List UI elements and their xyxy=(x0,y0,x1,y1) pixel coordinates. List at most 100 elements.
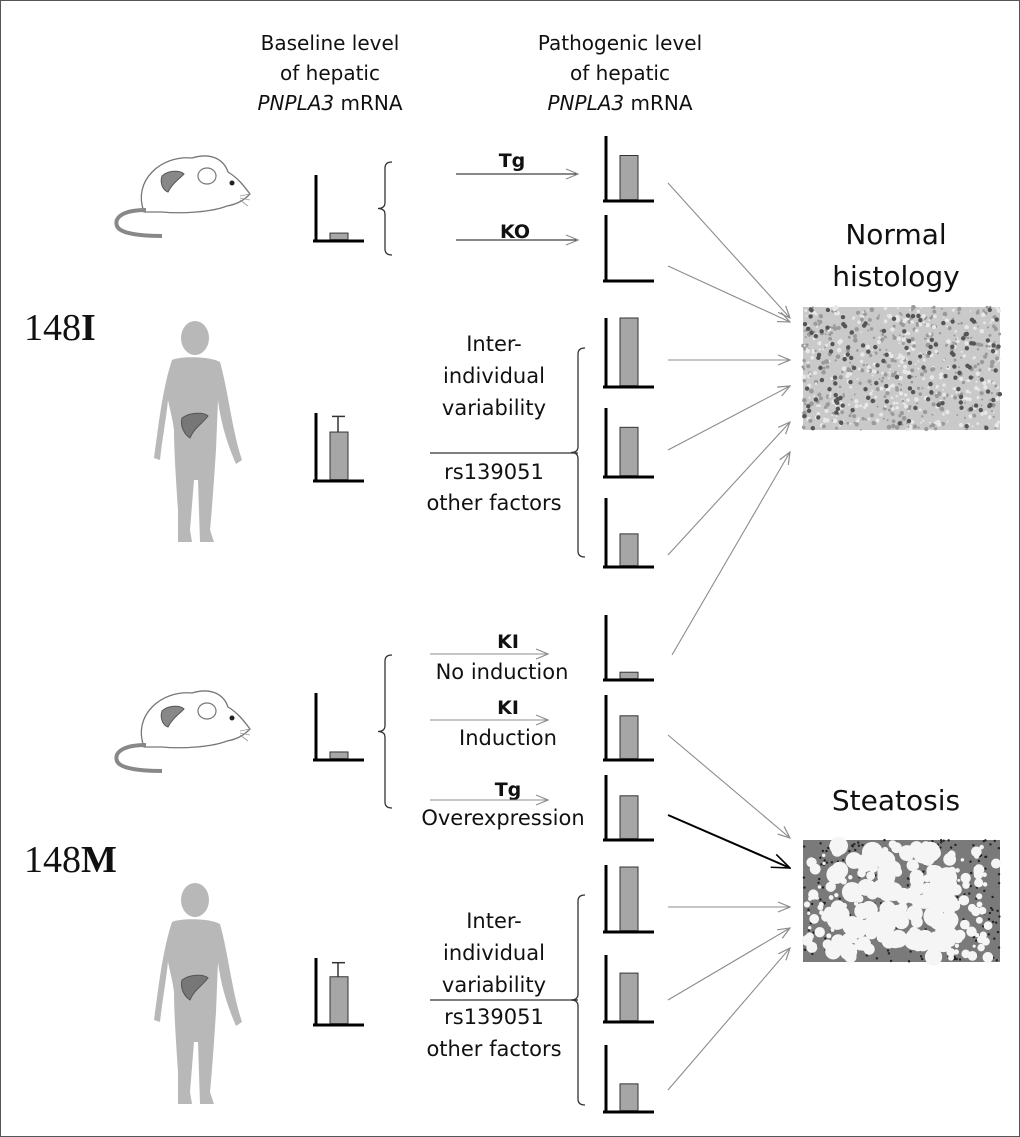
nucleus xyxy=(910,313,916,319)
cell-speckle xyxy=(852,414,857,419)
cell-speckle xyxy=(906,351,911,356)
nucleus xyxy=(979,377,985,382)
cell-speckle xyxy=(863,312,867,317)
lipid-droplet xyxy=(947,850,956,859)
nucleus xyxy=(985,389,991,394)
cell-speckle xyxy=(900,384,903,386)
cell-speckle xyxy=(880,379,884,383)
nucleus xyxy=(881,328,887,334)
nucleus xyxy=(956,895,959,899)
cell-speckle xyxy=(895,387,899,392)
cell-speckle xyxy=(849,361,852,364)
lipid-droplet xyxy=(974,878,984,888)
nucleus xyxy=(991,343,996,348)
mouse-148M-tg-label: Tg xyxy=(495,779,522,801)
cell-speckle xyxy=(957,306,962,311)
cell-speckle xyxy=(890,383,895,388)
cell-speckle xyxy=(978,375,981,378)
lipid-droplet xyxy=(853,901,859,906)
mouse-body xyxy=(140,690,251,749)
cell-speckle xyxy=(912,344,916,348)
human-148M-variability-line1: Inter- xyxy=(466,909,522,933)
cell-speckle xyxy=(943,316,945,319)
nucleus xyxy=(825,307,831,313)
cell-speckle xyxy=(895,394,898,398)
cell-speckle xyxy=(907,409,910,412)
cell-speckle xyxy=(889,368,892,371)
cell-speckle xyxy=(982,309,986,312)
chart-bar xyxy=(619,1083,639,1111)
lipid-droplet xyxy=(845,852,863,869)
cell-speckle xyxy=(909,424,913,428)
nucleus xyxy=(906,884,910,887)
cell-speckle xyxy=(856,310,861,315)
nucleus xyxy=(998,915,1001,918)
nucleus xyxy=(884,399,889,404)
chart-bar xyxy=(619,155,639,200)
lipid-droplet xyxy=(850,936,858,944)
cell-speckle xyxy=(946,365,950,369)
cell-speckle xyxy=(901,323,906,328)
cell-speckle xyxy=(945,343,949,347)
cell-speckle xyxy=(883,394,887,398)
cell-speckle xyxy=(894,425,900,430)
cell-speckle xyxy=(832,379,835,382)
nucleus xyxy=(916,313,921,319)
pathogenic-chart-human-148M xyxy=(603,865,654,934)
cell-speckle xyxy=(813,371,818,375)
cell-speckle xyxy=(900,319,903,322)
nucleus xyxy=(996,930,1000,934)
lipid-droplet xyxy=(982,872,987,877)
cell-speckle xyxy=(898,375,903,381)
cell-speckle xyxy=(917,426,920,429)
cell-speckle xyxy=(942,311,948,317)
cell-speckle xyxy=(859,404,863,408)
nucleus xyxy=(910,389,916,395)
nucleus xyxy=(850,844,854,847)
cell-speckle xyxy=(802,397,807,403)
cell-speckle xyxy=(882,353,885,356)
nucleus xyxy=(825,849,828,853)
nucleus xyxy=(827,846,830,850)
cell-speckle xyxy=(890,411,894,415)
cell-speckle xyxy=(813,321,818,326)
cell-speckle xyxy=(892,401,896,405)
mouse-body xyxy=(140,155,251,214)
cell-speckle xyxy=(931,413,934,416)
nucleus xyxy=(963,893,966,896)
cell-speckle xyxy=(901,337,907,342)
nucleus xyxy=(857,844,861,847)
cell-speckle xyxy=(825,365,830,369)
cell-speckle xyxy=(964,341,969,346)
cell-speckle xyxy=(854,327,859,332)
nucleus xyxy=(830,861,834,864)
cell-speckle xyxy=(867,323,871,326)
cell-speckle xyxy=(912,424,918,429)
nucleus xyxy=(922,870,925,873)
cell-speckle xyxy=(988,416,991,420)
cell-speckle xyxy=(936,352,939,355)
nucleus xyxy=(940,400,945,406)
cell-speckle xyxy=(813,394,816,397)
cell-speckle xyxy=(961,380,966,385)
cell-speckle xyxy=(829,392,832,395)
lipid-droplet xyxy=(828,882,835,890)
nucleus xyxy=(953,375,958,380)
cell-speckle xyxy=(864,402,869,407)
cell-speckle xyxy=(957,322,960,325)
lipid-droplet xyxy=(856,936,871,951)
cell-speckle xyxy=(908,404,912,409)
normal-histology-label-line2: histology xyxy=(832,260,959,293)
cell-speckle xyxy=(896,307,900,310)
cell-speckle xyxy=(914,375,917,378)
nucleus xyxy=(969,340,974,346)
lipid-droplet xyxy=(909,841,924,855)
lipid-droplet xyxy=(807,896,813,901)
pathogenic-chart-human-148I xyxy=(603,498,654,569)
mouse-148M-overexpression-label: Overexpression xyxy=(421,806,584,830)
cell-speckle xyxy=(850,398,853,401)
cell-speckle xyxy=(854,422,859,427)
nucleus xyxy=(857,841,860,844)
cell-speckle xyxy=(873,352,875,355)
nucleus xyxy=(802,876,806,879)
